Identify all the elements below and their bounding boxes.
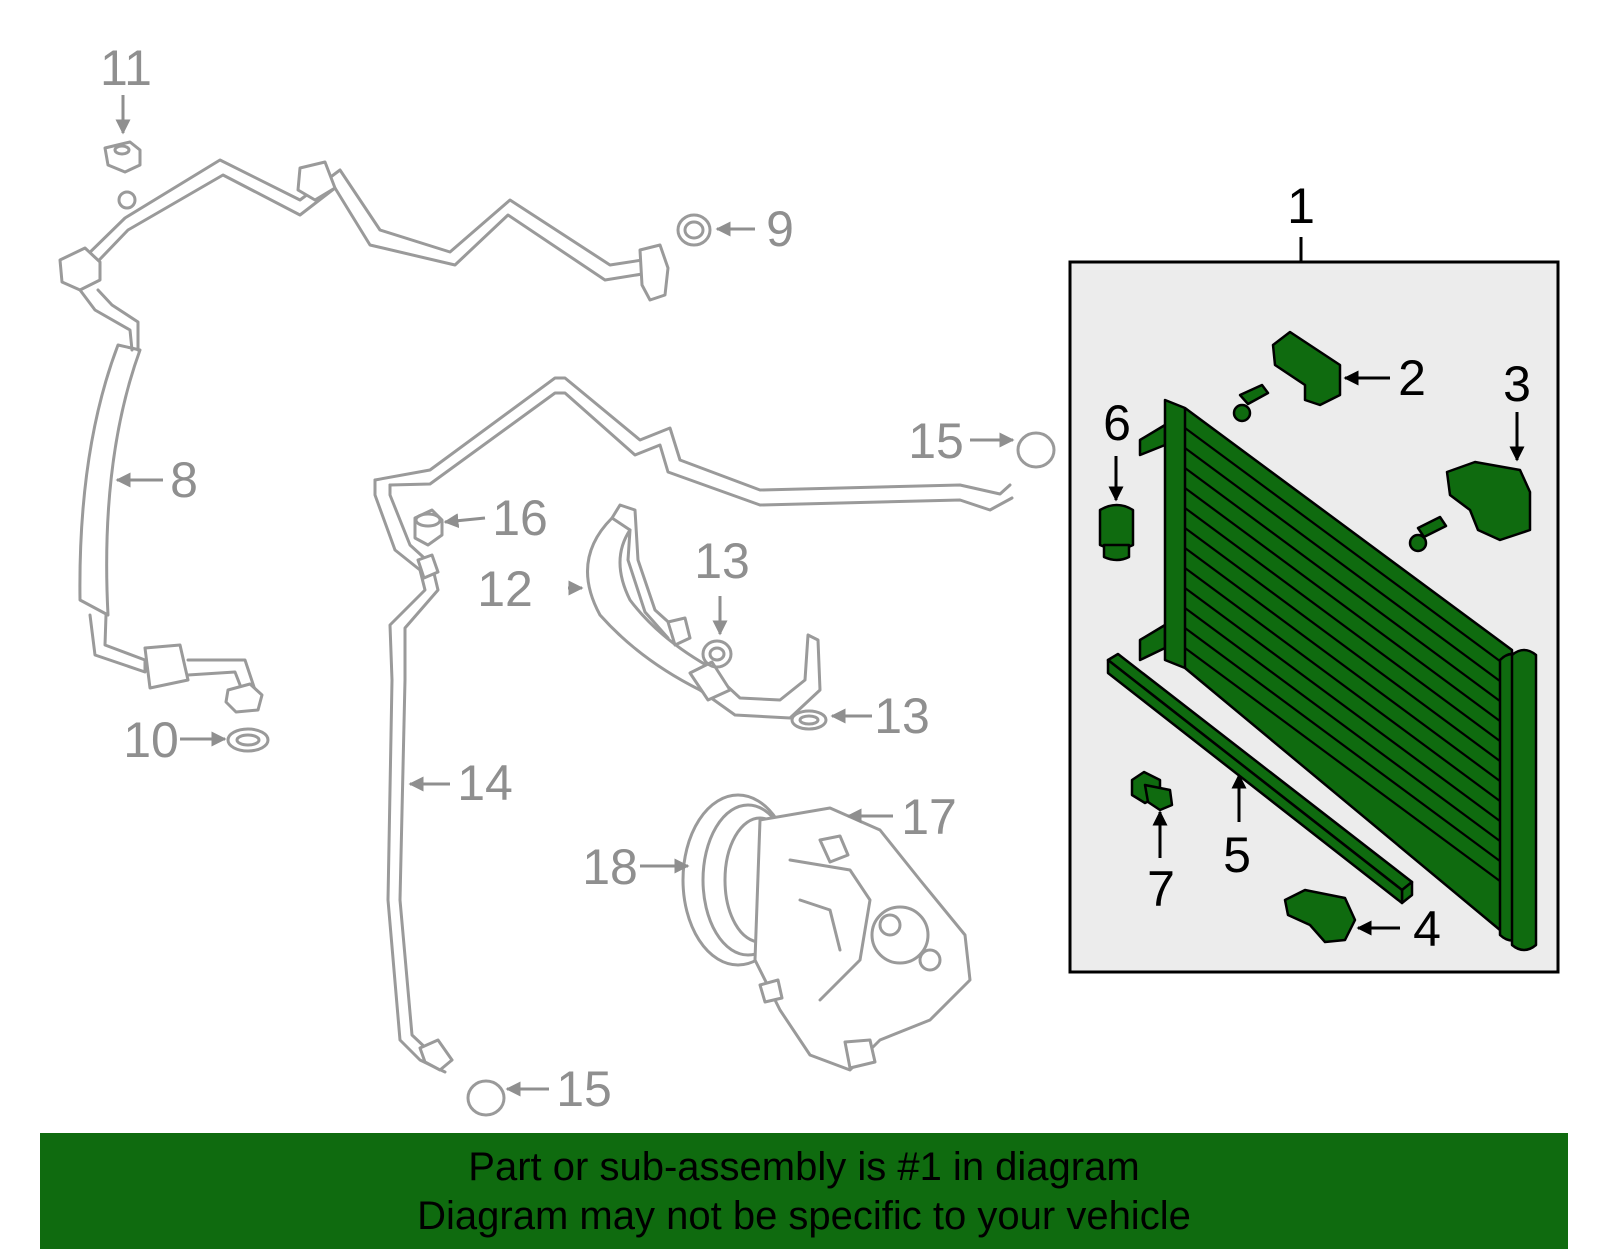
seal-part-11 — [103, 140, 142, 210]
oring-part-15-top — [1016, 431, 1056, 469]
callout-15-top: 15 — [908, 413, 964, 469]
callout-8: 8 — [170, 452, 198, 508]
oring-part-13-b — [790, 709, 828, 731]
discharge-line-part-14 — [373, 376, 1014, 1074]
callout-12: 12 — [477, 561, 533, 617]
callout-15-bottom: 15 — [556, 1061, 612, 1117]
callout-9: 9 — [766, 201, 794, 257]
leader-arrows — [115, 95, 1525, 1097]
bracket-part-3 — [1408, 460, 1532, 553]
callout-1: 1 — [1287, 178, 1315, 234]
callout-17: 17 — [901, 789, 957, 845]
callout-4: 4 — [1413, 901, 1441, 957]
callout-3: 3 — [1503, 356, 1531, 412]
clip-part-4 — [1283, 888, 1357, 944]
footer-line-1: Part or sub-assembly is #1 in diagram — [468, 1145, 1140, 1189]
callout-13-upper: 13 — [694, 533, 750, 589]
oring-part-9 — [676, 213, 712, 247]
oring-part-10 — [226, 727, 270, 753]
switch-part-6 — [1098, 503, 1135, 562]
callout-6: 6 — [1103, 395, 1131, 451]
bolt-part-7 — [1130, 770, 1174, 812]
callout-2: 2 — [1398, 350, 1426, 406]
compressor-part-18 — [681, 793, 972, 1072]
seal-part-16 — [413, 508, 444, 547]
callout-5: 5 — [1223, 827, 1251, 883]
callout-10: 10 — [123, 712, 179, 768]
callout-14: 14 — [457, 755, 513, 811]
condenser — [1138, 398, 1538, 952]
oring-part-13-a — [701, 639, 733, 669]
footer-banner: Part or sub-assembly is #1 in diagram Di… — [40, 1133, 1568, 1249]
bracket-part-2 — [1232, 330, 1342, 423]
callout-13-lower: 13 — [874, 688, 930, 744]
oring-part-15-bottom — [466, 1079, 506, 1117]
seal-strip-part-5 — [1106, 652, 1414, 905]
callout-18: 18 — [582, 839, 638, 895]
callout-11: 11 — [100, 40, 152, 96]
footer-line-2: Diagram may not be specific to your vehi… — [417, 1194, 1191, 1238]
hose-part-12 — [586, 503, 822, 720]
callout-16: 16 — [492, 490, 548, 546]
callout-labels: 1 2 3 4 5 6 7 8 9 10 11 12 13 13 14 15 1… — [100, 40, 1531, 1117]
hose-assembly-part-8 — [58, 158, 670, 714]
callout-7: 7 — [1147, 861, 1175, 917]
